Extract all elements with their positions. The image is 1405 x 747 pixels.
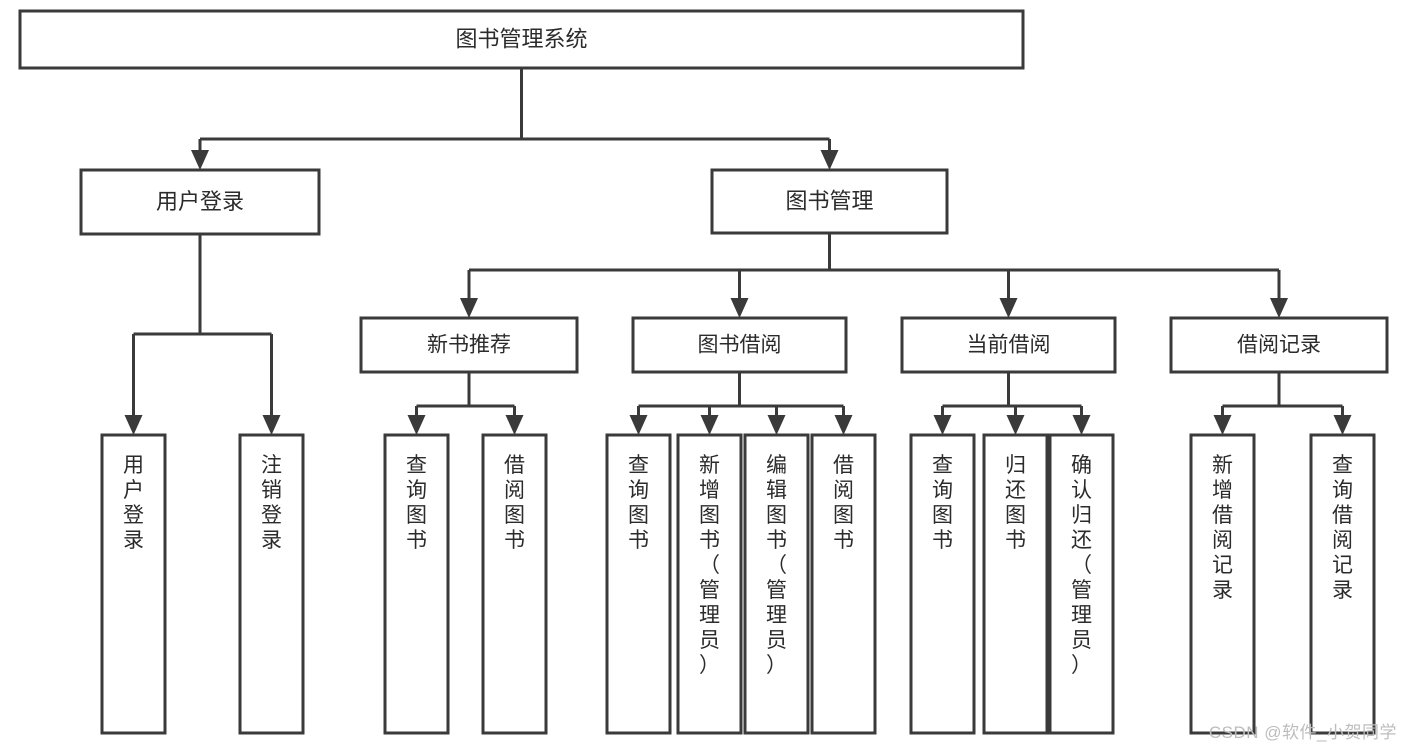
arrow-head-icon bbox=[124, 415, 143, 435]
arrow-head-icon bbox=[1213, 415, 1232, 435]
node-label: 查询借阅记录 bbox=[1332, 454, 1353, 602]
node-leaf-9[interactable]: 归还图书 bbox=[982, 433, 1049, 735]
csdn-watermark: CSDN @软件_小贺同学 bbox=[1208, 723, 1397, 742]
node-level3-3[interactable]: 借阅记录 bbox=[1169, 316, 1389, 374]
node-box bbox=[238, 433, 305, 735]
node-root-0[interactable]: 图书管理系统 bbox=[18, 9, 1025, 70]
arrow-head-icon bbox=[1333, 415, 1352, 435]
arrow-head-icon bbox=[730, 298, 749, 318]
node-leaf-2[interactable]: 查询图书 bbox=[383, 433, 450, 735]
node-label: 借阅记录 bbox=[1237, 334, 1321, 357]
node-label: 图书管理系统 bbox=[455, 26, 587, 51]
node-leaf-1[interactable]: 注销登录 bbox=[238, 433, 305, 735]
node-leaf-3[interactable]: 借阅图书 bbox=[481, 433, 548, 735]
node-box bbox=[1309, 433, 1376, 735]
nodes-layer: 图书管理系统用户登录图书管理新书推荐图书借阅当前借阅借阅记录用户登录注销登录查询… bbox=[18, 9, 1389, 735]
node-leaf-12[interactable]: 查询借阅记录 bbox=[1309, 433, 1376, 735]
node-box bbox=[79, 168, 321, 236]
connectors-layer bbox=[124, 68, 1352, 435]
node-label: 注销登录 bbox=[261, 454, 282, 552]
node-label: 用户登录 bbox=[156, 189, 244, 214]
arrow-head-icon bbox=[407, 415, 426, 435]
node-leaf-8[interactable]: 查询图书 bbox=[909, 433, 976, 735]
node-box bbox=[481, 433, 548, 735]
node-leaf-11[interactable]: 新增借阅记录 bbox=[1189, 433, 1256, 735]
arrow-head-icon bbox=[1072, 415, 1091, 435]
node-label: 编辑图书（管理员） bbox=[766, 454, 787, 677]
node-box bbox=[900, 316, 1117, 374]
arrow-head-icon bbox=[460, 298, 478, 318]
arrow-head-icon bbox=[1006, 415, 1025, 435]
node-level2-1[interactable]: 图书管理 bbox=[710, 168, 949, 235]
node-box bbox=[710, 168, 949, 235]
arrow-head-icon bbox=[629, 415, 648, 435]
node-box bbox=[743, 433, 810, 735]
node-level2-0[interactable]: 用户登录 bbox=[79, 168, 321, 236]
node-leaf-5[interactable]: 新增图书（管理员） bbox=[676, 433, 743, 735]
node-leaf-6[interactable]: 编辑图书（管理员） bbox=[743, 433, 810, 735]
arrow-head-icon bbox=[767, 415, 786, 435]
node-label: 用户登录 bbox=[123, 454, 144, 552]
node-label: 新增借阅记录 bbox=[1212, 454, 1233, 602]
arrow-head-icon bbox=[191, 150, 209, 170]
arrow-head-icon bbox=[933, 415, 952, 435]
node-label: 归还图书 bbox=[1005, 454, 1026, 552]
node-label: 新书推荐 bbox=[427, 334, 511, 357]
node-box bbox=[909, 433, 976, 735]
arrow-head-icon bbox=[700, 415, 719, 435]
arrow-head-icon bbox=[834, 415, 853, 435]
node-box bbox=[631, 316, 848, 374]
node-box bbox=[359, 316, 579, 374]
node-box bbox=[18, 9, 1025, 70]
node-leaf-4[interactable]: 查询图书 bbox=[605, 433, 672, 735]
node-box bbox=[676, 433, 743, 735]
node-label: 当前借阅 bbox=[967, 334, 1051, 357]
arrow-head-icon bbox=[999, 298, 1018, 318]
node-label: 图书管理 bbox=[785, 188, 873, 213]
node-label: 查询图书 bbox=[932, 454, 953, 552]
node-label: 图书借阅 bbox=[698, 334, 782, 357]
arrow-head-icon bbox=[505, 415, 524, 435]
node-level3-2[interactable]: 当前借阅 bbox=[900, 316, 1117, 374]
node-label: 借阅图书 bbox=[833, 454, 854, 552]
node-label: 新增图书（管理员） bbox=[699, 454, 720, 677]
node-box bbox=[1169, 316, 1389, 374]
node-label: 确认归还（管理员） bbox=[1071, 454, 1092, 677]
node-level3-1[interactable]: 图书借阅 bbox=[631, 316, 848, 374]
node-box bbox=[1048, 433, 1115, 735]
node-box bbox=[100, 433, 167, 735]
node-label: 借阅图书 bbox=[504, 454, 525, 552]
arrow-head-icon bbox=[820, 150, 839, 170]
node-label: 查询图书 bbox=[406, 454, 427, 552]
node-box bbox=[1189, 433, 1256, 735]
node-leaf-7[interactable]: 借阅图书 bbox=[810, 433, 877, 735]
node-box bbox=[982, 433, 1049, 735]
node-leaf-0[interactable]: 用户登录 bbox=[100, 433, 167, 735]
arrow-head-icon bbox=[262, 415, 281, 435]
node-level3-0[interactable]: 新书推荐 bbox=[359, 316, 579, 374]
node-label: 查询图书 bbox=[628, 454, 649, 552]
node-box bbox=[810, 433, 877, 735]
node-box bbox=[383, 433, 450, 735]
arrow-head-icon bbox=[1270, 298, 1288, 318]
node-box bbox=[605, 433, 672, 735]
node-leaf-10[interactable]: 确认归还（管理员） bbox=[1048, 433, 1115, 735]
